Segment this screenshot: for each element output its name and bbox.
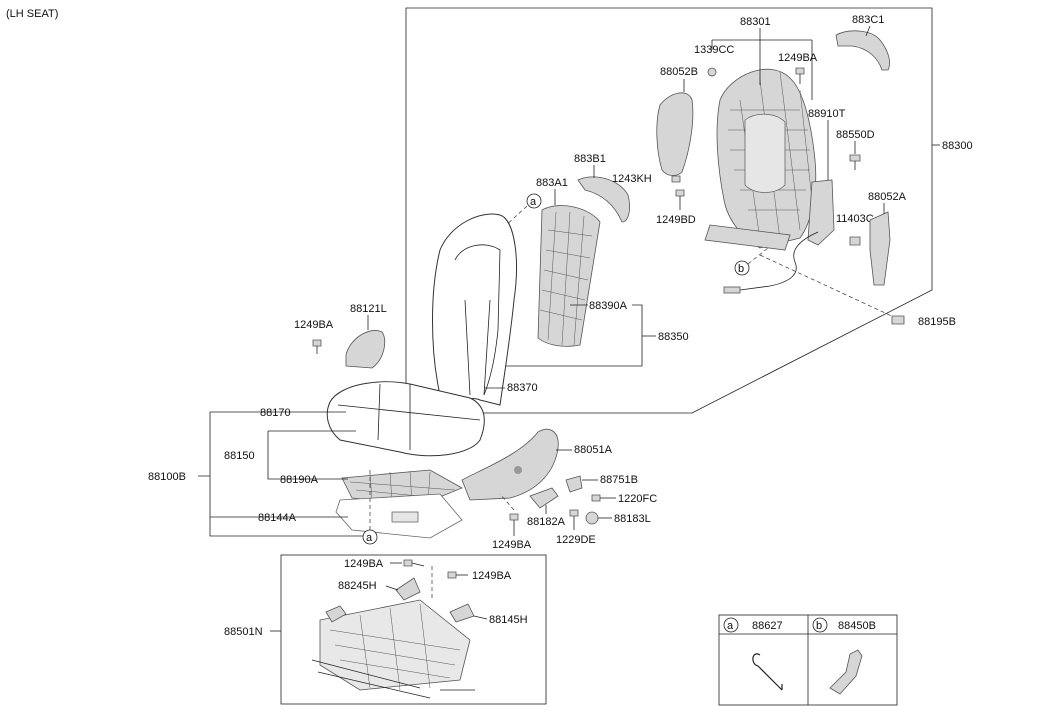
label-88052b: 88052B <box>660 66 698 78</box>
legend-b-circle <box>812 617 828 633</box>
label-88150: 88150 <box>224 450 255 462</box>
label-88170: 88170 <box>260 407 291 419</box>
label-88121l: 88121L <box>350 303 387 315</box>
legend-a-part: 88627 <box>752 620 783 632</box>
label-88300: 88300 <box>942 140 973 152</box>
wire-clip-88627 <box>752 653 783 691</box>
legend-a-letter: a <box>727 620 734 632</box>
bracket-cushion-group <box>198 411 366 537</box>
bolt-1249ba-top <box>795 67 805 84</box>
callout-legend: a 88627 b 88450B <box>718 614 898 706</box>
label-88501n: 88501N <box>224 626 263 638</box>
leader-88145h <box>473 615 488 620</box>
label-88350: 88350 <box>658 331 689 343</box>
mat-88144a <box>335 493 463 539</box>
cushion-cover-88170 <box>326 381 485 457</box>
label-1249bd: 1249BD <box>656 214 696 226</box>
bracket-88245h <box>395 577 421 601</box>
bolt-1249ba-low2 <box>447 571 468 579</box>
label-88370: 88370 <box>507 382 538 394</box>
bracket-88145h <box>449 603 475 623</box>
label-88100b: 88100B <box>148 471 186 483</box>
nut-1339cc <box>707 67 717 77</box>
screw-1249bd <box>675 189 685 210</box>
legend-a-circle <box>723 617 739 633</box>
dash-callout-b <box>747 247 769 265</box>
frame-group-box <box>280 554 547 705</box>
label-88550d: 88550D <box>836 129 875 141</box>
label-1249ba-left: 1249BA <box>294 319 334 331</box>
leader-88390a <box>495 304 643 367</box>
label-1249ba-mid: 1249BA <box>492 539 532 551</box>
bolt-88195b <box>891 315 905 325</box>
label-88182a: 88182A <box>527 516 566 528</box>
label-1249ba-low1: 1249BA <box>344 558 384 570</box>
dash-88195b <box>759 254 897 319</box>
seat-back-frame <box>704 68 817 251</box>
label-883b1: 883B1 <box>574 153 606 165</box>
back-cover-outline <box>432 213 517 406</box>
side-cover-88052a <box>869 211 891 286</box>
label-88051a: 88051A <box>574 444 613 456</box>
label-88144a: 88144A <box>258 512 297 524</box>
callout-a-upper <box>526 193 542 209</box>
screw-1220fc <box>591 494 601 502</box>
label-88052a: 88052A <box>868 191 907 203</box>
part-883c1 <box>835 30 890 71</box>
label-883c1: 883C1 <box>852 14 884 26</box>
part-88121l <box>345 330 386 369</box>
part-883b1 <box>577 176 630 223</box>
callout-b-letter: b <box>738 263 744 275</box>
label-883a1: 883A1 <box>536 177 568 189</box>
label-1339cc: 1339CC <box>694 44 734 56</box>
leader-88301 <box>711 28 813 100</box>
label-1249ba-low2: 1249BA <box>472 570 512 582</box>
side-shield-88051a <box>461 428 559 501</box>
label-88301: 88301 <box>740 16 771 28</box>
bracket-88450b <box>829 649 863 695</box>
label-1243kh: 1243KH <box>612 173 652 185</box>
label-1249ba-top: 1249BA <box>778 52 818 64</box>
label-1229de: 1229DE <box>556 534 596 546</box>
bolt-11403c <box>849 236 861 246</box>
diagram-title: (LH SEAT) <box>6 8 58 20</box>
label-88910t: 88910T <box>808 108 846 120</box>
callout-a-upper-letter: a <box>530 196 537 208</box>
legend-b-letter: b <box>816 620 822 632</box>
knob-88751b <box>565 475 583 493</box>
label-88190a: 88190A <box>280 474 319 486</box>
side-cover-88052b <box>656 92 694 176</box>
label-88195b: 88195B <box>918 316 956 328</box>
leader-883c1 <box>865 25 871 37</box>
bolt-1249ba-low1 <box>403 559 425 567</box>
back-pad-88390a <box>537 205 601 347</box>
seat-frame-88501n <box>311 599 475 699</box>
lever-88182a <box>529 487 559 509</box>
label-88245h: 88245H <box>338 580 377 592</box>
screw-1243kh <box>671 175 681 183</box>
dash-callout-a-upper <box>489 205 528 241</box>
legend-b-part: 88450B <box>838 620 876 632</box>
callout-a-lower-letter: a <box>366 532 373 544</box>
label-88183l: 88183L <box>614 513 651 525</box>
dash-1249ba-mid <box>499 493 515 511</box>
bolt-88550d <box>849 154 861 170</box>
leader-88245h <box>385 585 399 591</box>
side-airbag-module <box>723 179 835 294</box>
label-88390a: 88390A <box>589 300 628 312</box>
bolt-1249ba-left <box>312 339 322 354</box>
backrest-group-frame <box>405 7 933 414</box>
label-88145h: 88145H <box>489 614 528 626</box>
bolt-1249ba-mid <box>509 513 519 536</box>
screw-1229de <box>569 509 579 530</box>
label-88751b: 88751B <box>600 474 638 486</box>
label-1220fc: 1220FC <box>618 493 657 505</box>
label-11403c: 11403C <box>836 213 874 225</box>
cap-88183l <box>585 511 599 525</box>
callout-b <box>734 260 750 276</box>
